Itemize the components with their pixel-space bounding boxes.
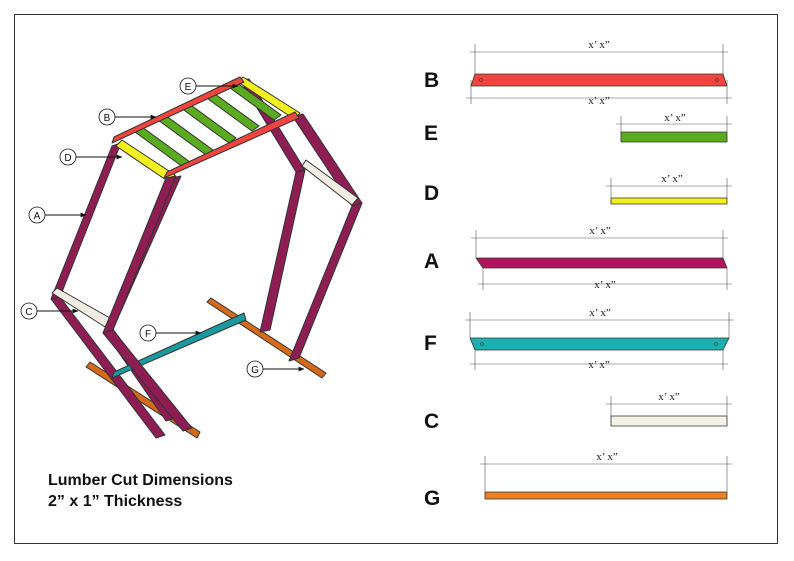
piece-F: F x’ x” x’ x” xyxy=(424,307,734,371)
piece-D-dim: x’ x” xyxy=(661,173,683,185)
caption-subtitle: 2” x 1” Thickness xyxy=(48,493,183,510)
piece-A-board xyxy=(475,257,728,269)
callout-C: C xyxy=(20,302,79,320)
piece-B-dim-bottom: x’ x” xyxy=(588,95,610,107)
piece-B: B x’ x” x’ x” xyxy=(424,39,732,107)
piece-G-board xyxy=(484,491,728,500)
callout-G: G xyxy=(246,360,305,378)
piece-A-dim-bottom: x’ x” xyxy=(594,279,616,291)
piece-E-dim: x’ x” xyxy=(664,112,686,124)
spreader xyxy=(111,312,247,379)
callout-B: B xyxy=(98,108,157,126)
piece-B-board xyxy=(470,73,728,87)
post-back-mid-lower xyxy=(259,169,306,333)
callout-A: A xyxy=(28,206,87,224)
piece-C: C x’ x” xyxy=(424,391,732,433)
post-back-right-lower xyxy=(288,202,363,362)
post-back-right-upper xyxy=(292,113,363,207)
piece-B-letter: B xyxy=(424,69,439,92)
drawing-frame xyxy=(14,14,778,544)
piece-A-letter: A xyxy=(424,250,439,273)
piece-F-dim-top: x’ x” xyxy=(589,307,611,319)
piece-C-board xyxy=(610,415,728,427)
piece-F-letter: F xyxy=(424,332,437,355)
piece-C-dim: x’ x” xyxy=(658,391,680,403)
piece-A: A x’ x” x’ x” xyxy=(424,225,732,291)
callout-G-label: G xyxy=(251,365,259,376)
callout-F: F xyxy=(139,324,202,342)
side-rail-front xyxy=(115,139,176,183)
callout-E-label: E xyxy=(185,82,192,93)
piece-E-letter: E xyxy=(424,122,438,145)
callout-F-label: F xyxy=(145,329,151,340)
caption-title: Lumber Cut Dimensions xyxy=(48,472,233,489)
piece-G: G x’ x” xyxy=(424,451,732,510)
post-front-left-upper xyxy=(50,142,122,300)
post-front-right-lower xyxy=(102,329,193,432)
piece-D-letter: D xyxy=(424,182,439,205)
piece-D-board xyxy=(610,197,728,205)
assembly-view xyxy=(50,76,363,439)
piece-F-board xyxy=(469,337,730,351)
callout-B-label: B xyxy=(104,113,111,124)
piece-G-letter: G xyxy=(424,487,440,510)
top-rail-back xyxy=(111,76,245,144)
top-rail-front xyxy=(163,111,300,179)
callout-D: D xyxy=(59,148,123,166)
brace-right xyxy=(301,159,359,206)
piece-G-dim: x’ x” xyxy=(596,451,618,463)
piece-A-dim-top: x’ x” xyxy=(589,225,611,237)
callout-A-label: A xyxy=(34,211,41,222)
post-front-right-upper xyxy=(102,175,177,334)
callout-E: E xyxy=(179,77,239,95)
piece-C-letter: C xyxy=(424,410,439,433)
piece-B-dim-top: x’ x” xyxy=(588,39,610,51)
callouts: E B D A C xyxy=(20,77,305,378)
cut-list: B x’ x” x’ x” E x xyxy=(424,39,734,510)
piece-E: E x’ x” xyxy=(424,112,732,145)
piece-D: D x’ x” xyxy=(424,173,732,205)
callout-C-label: C xyxy=(25,307,32,318)
post-front-left-lower xyxy=(50,296,166,439)
piece-E-board xyxy=(620,131,728,143)
piece-F-dim-bottom: x’ x” xyxy=(588,359,610,371)
callout-D-label: D xyxy=(64,153,71,164)
